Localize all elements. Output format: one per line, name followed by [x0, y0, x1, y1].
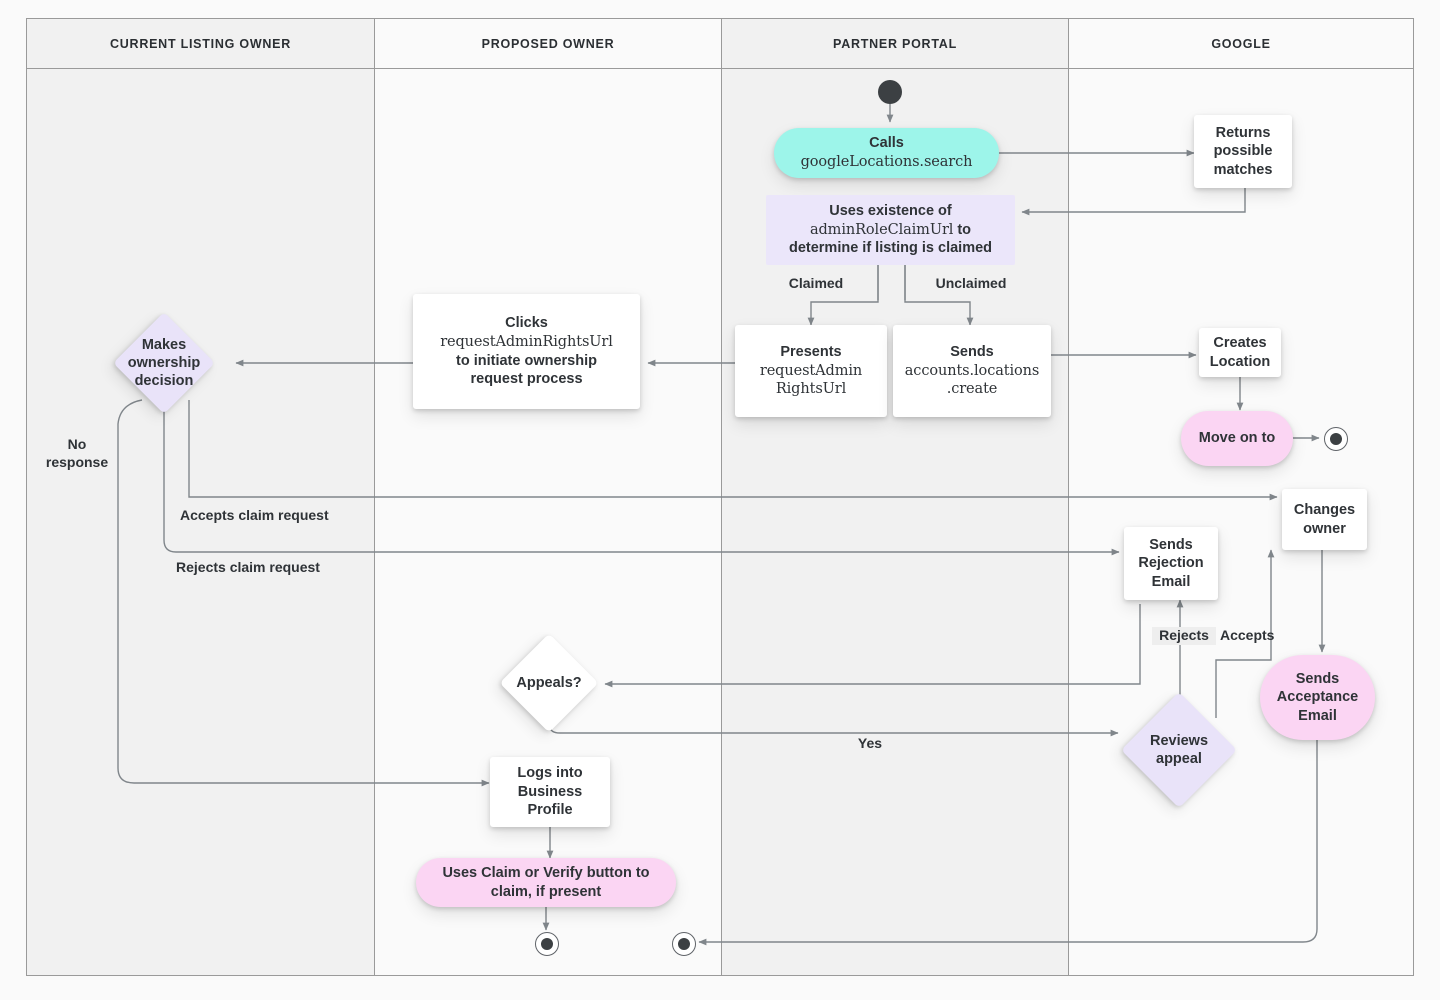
node-line-2: accounts.locations	[904, 362, 1040, 379]
swimlane-label: CURRENT LISTING OWNER	[109, 36, 292, 51]
node-sends-accounts-locations-create[interactable]: Sends accounts.locations .create	[893, 325, 1051, 417]
node-line-1: Clicks	[505, 315, 548, 332]
node-line-1: Makes	[141, 336, 187, 353]
node-line-1: Creates	[1213, 334, 1267, 351]
end-node-google	[1324, 427, 1348, 451]
edge-label-unclaimed: Unclaimed	[935, 275, 1007, 291]
swimlane-header-partner-portal: PARTNER PORTAL	[722, 19, 1068, 69]
end-node-proposed-owner	[535, 932, 559, 956]
swimlane-label: PROPOSED OWNER	[481, 36, 615, 51]
node-line-2: claim, if present	[490, 883, 602, 900]
node-line-1: Sends	[1295, 670, 1340, 687]
node-line-1: Move on to	[1198, 430, 1276, 447]
node-line-2-code: adminRoleClaimUrl	[809, 221, 954, 238]
node-line-2-tail: to	[953, 221, 972, 238]
node-line-3: to initiate ownership	[456, 352, 597, 369]
node-line-1: Returns	[1215, 124, 1271, 141]
node-line-3: Email	[1298, 707, 1337, 724]
node-sends-rejection-email[interactable]: Sends Rejection Email	[1124, 527, 1218, 600]
node-line-4: request process	[470, 371, 583, 388]
swimlane-header-current-listing-owner: CURRENT LISTING OWNER	[27, 19, 374, 69]
node-line-2: requestAdminRightsUrl	[440, 333, 613, 350]
diamond-text: Makes ownership decision	[106, 327, 222, 399]
node-calls-google-locations-search[interactable]: Calls googleLocations.search	[774, 128, 999, 178]
swimlane-current-listing-owner: CURRENT LISTING OWNER	[27, 19, 374, 975]
edge-label-accepts: Accepts	[1220, 627, 1275, 643]
node-uses-claim-or-verify-button[interactable]: Uses Claim or Verify button to claim, if…	[416, 858, 676, 907]
node-line-1: Calls	[869, 135, 904, 152]
swimlane-header-google: GOOGLE	[1069, 19, 1413, 69]
node-line-3: RightsUrl	[775, 381, 847, 398]
edge-label-rejects: Rejects	[1152, 627, 1216, 645]
start-node-partner-portal	[878, 80, 902, 104]
node-line-2: requestAdmin	[759, 362, 863, 379]
node-line-2: owner	[1303, 520, 1346, 537]
node-line-2: Rejection	[1138, 555, 1204, 572]
node-sends-acceptance-email[interactable]: Sends Acceptance Email	[1260, 655, 1375, 740]
node-line-1: Uses existence of	[829, 203, 952, 220]
node-line-2: Business	[517, 783, 583, 800]
node-makes-ownership-decision[interactable]: Makes ownership decision	[113, 312, 215, 414]
node-line-1: Reviews	[1149, 732, 1209, 749]
node-line-2: Acceptance	[1276, 689, 1359, 706]
node-line-3: .create	[946, 381, 998, 398]
node-line-2: appeal	[1156, 751, 1202, 767]
edge-label-rejects-claim-request: Rejects claim request	[176, 559, 320, 575]
node-logs-into-business-profile[interactable]: Logs into Business Profile	[490, 757, 610, 827]
node-reviews-appeal[interactable]: Reviews appeal	[1121, 692, 1237, 808]
node-line-3: matches	[1213, 161, 1273, 178]
node-returns-possible-matches[interactable]: Returns possible matches	[1194, 115, 1292, 188]
node-line-1: Sends	[1149, 536, 1193, 553]
node-line-1: Changes	[1293, 501, 1356, 518]
node-appeals-decision[interactable]: Appeals?	[499, 633, 599, 733]
swimlane-proposed-owner: PROPOSED OWNER	[374, 19, 721, 975]
node-line-1: Uses Claim or Verify button to	[442, 864, 650, 881]
end-node-partner-portal	[672, 932, 696, 956]
node-clicks-request-admin-rights-url[interactable]: Clicks requestAdminRightsUrl to initiate…	[413, 294, 640, 409]
edge-label-yes: Yes	[852, 735, 888, 753]
node-changes-owner[interactable]: Changes owner	[1282, 489, 1367, 550]
node-line-1: Presents	[780, 344, 842, 361]
node-line-2: googleLocations.search	[800, 154, 973, 170]
node-line-3: Email	[1151, 573, 1191, 590]
node-line-1: Sends	[950, 344, 994, 361]
node-uses-existence-of-admin-role-claim-url[interactable]: Uses existence of adminRoleClaimUrl to d…	[766, 195, 1015, 265]
edge-label-accepts-claim-request: Accepts claim request	[180, 507, 329, 523]
node-move-on-to[interactable]: Move on to	[1181, 411, 1293, 466]
node-line-2: ownership	[127, 354, 201, 371]
diamond-text: Reviews appeal	[1116, 709, 1242, 791]
node-line-3: Profile	[527, 802, 573, 819]
node-line-3: decision	[134, 373, 194, 390]
swimlane-label: PARTNER PORTAL	[833, 36, 957, 51]
swimlane-label: GOOGLE	[1211, 36, 1271, 51]
node-line-2: possible	[1213, 143, 1273, 160]
diamond-text: Appeals?	[492, 648, 606, 718]
edge-label-no-response: No response	[45, 436, 109, 470]
swimlane-header-proposed-owner: PROPOSED OWNER	[375, 19, 721, 69]
node-line-1: Logs into	[517, 765, 583, 782]
node-creates-location[interactable]: Creates Location	[1199, 328, 1281, 377]
node-line-1: Appeals?	[516, 674, 582, 691]
node-line-3: determine if listing is claimed	[788, 240, 993, 257]
node-presents-request-admin-rights-url[interactable]: Presents requestAdmin RightsUrl	[735, 325, 887, 417]
node-line-2: Location	[1209, 353, 1271, 370]
node-line-2: adminRoleClaimUrl to	[810, 221, 971, 240]
edge-label-claimed: Claimed	[788, 275, 844, 291]
